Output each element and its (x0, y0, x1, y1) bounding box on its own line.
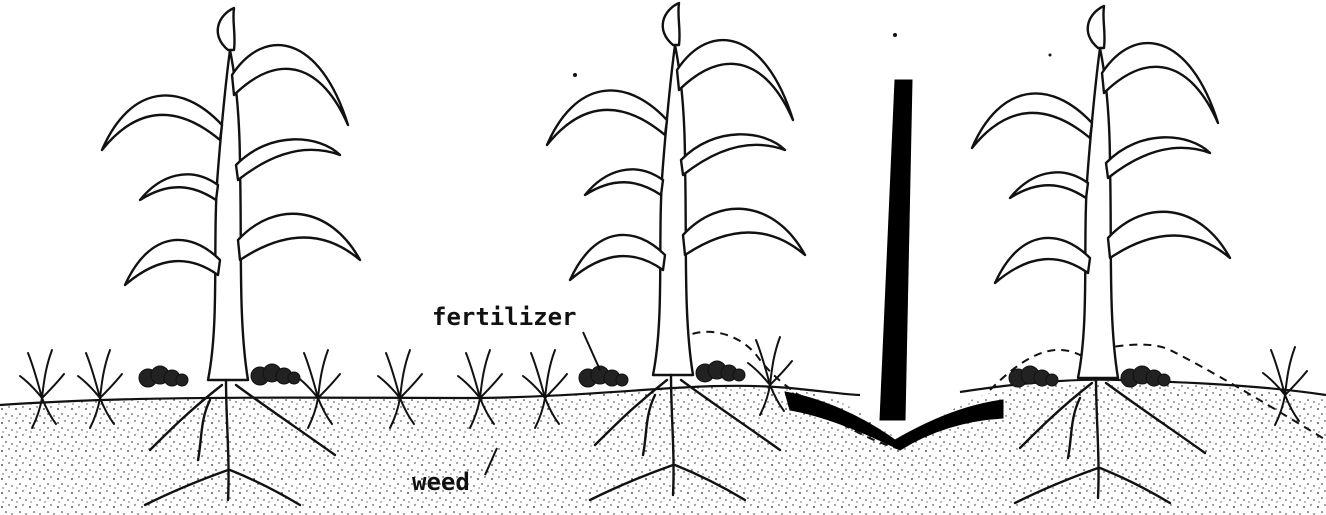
weed-label: weed (412, 470, 470, 494)
fertilizer-clump-icon (139, 366, 188, 387)
fertilizer-leader-line (583, 332, 600, 370)
fertilizer-label: fertilizer (432, 305, 577, 329)
fertilizer-clump-icon (696, 361, 745, 382)
fertilizer-clump-icon (579, 366, 628, 387)
fertilizer-clump-icon (251, 364, 300, 385)
